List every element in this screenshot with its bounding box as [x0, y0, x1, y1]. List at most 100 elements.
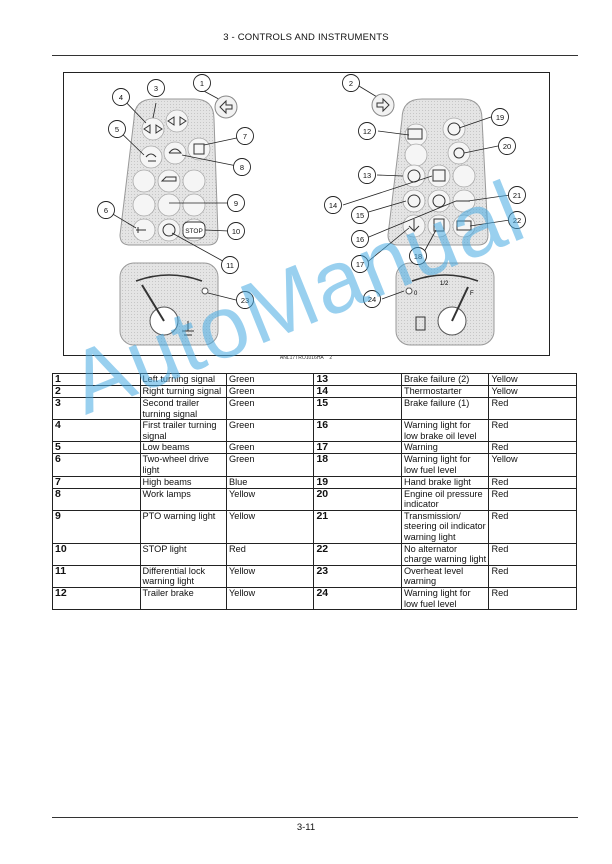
item-color: Red: [225, 542, 315, 566]
fuel-mark-full: F: [470, 291, 474, 297]
item-description: Second trailer turning signal: [139, 396, 227, 421]
item-number: 10: [52, 542, 141, 566]
svg-text:19: 19: [496, 113, 504, 122]
svg-text:1: 1: [200, 79, 204, 88]
item-description: Transmission/ steering oil indicator war…: [400, 509, 490, 544]
svg-text:15: 15: [356, 211, 364, 220]
item-number: 12: [52, 586, 141, 611]
item-color: Yellow: [488, 385, 577, 398]
svg-text:16: 16: [356, 235, 364, 244]
callout-20: 20: [498, 137, 516, 155]
item-color: Red: [488, 487, 577, 511]
callout-12: 12: [358, 122, 376, 140]
item-color: Red: [488, 542, 577, 566]
header-rule: [52, 55, 578, 56]
item-number: 20: [313, 487, 402, 511]
item-description: Warning: [400, 441, 490, 455]
item-number: 13: [313, 373, 402, 386]
svg-text:21: 21: [513, 191, 521, 200]
svg-text:18: 18: [414, 252, 422, 261]
svg-text:11: 11: [226, 261, 234, 270]
svg-text:4: 4: [119, 93, 123, 102]
item-description: First trailer turning signal: [139, 419, 227, 443]
item-color: Yellow: [488, 453, 577, 477]
item-color: Red: [488, 475, 577, 489]
item-number: 11: [52, 564, 141, 588]
callout-6: 6: [97, 201, 115, 219]
item-number: 21: [313, 509, 402, 544]
svg-text:24: 24: [368, 295, 376, 304]
item-description: Differential lock warning light: [139, 564, 227, 588]
right-warning-cluster: [387, 98, 489, 246]
item-number: 1: [52, 373, 141, 386]
callout-3: 3: [147, 79, 165, 97]
item-number: 14: [313, 385, 402, 398]
item-color: Red: [488, 441, 577, 455]
callout-24: 24: [363, 290, 381, 308]
callout-22: 22: [508, 211, 526, 229]
item-description: No alternator charge warning light: [400, 542, 490, 566]
svg-text:9: 9: [234, 199, 238, 208]
fuel-mark-empty: 0: [414, 291, 418, 297]
callout-21: 21: [508, 186, 526, 204]
item-number: 23: [313, 564, 402, 588]
item-description: Low beams: [139, 441, 227, 455]
item-color: Green: [225, 385, 315, 398]
item-number: 9: [52, 509, 141, 544]
item-color: Yellow: [225, 487, 315, 511]
svg-text:7: 7: [243, 132, 247, 141]
temperature-gauge: [119, 262, 219, 346]
callout-11: 11: [221, 256, 239, 274]
item-description: Warning light for low fuel level: [400, 453, 490, 477]
item-number: 2: [52, 385, 141, 398]
callout-1: 1: [193, 74, 211, 92]
stop-button-label: STOP: [185, 228, 203, 235]
page-number: 3-11: [296, 822, 316, 833]
callout-2: 2: [342, 74, 360, 92]
left-warning-cluster: STOP: [119, 98, 219, 246]
item-description: Engine oil pressure indicator: [400, 487, 490, 511]
callout-8: 8: [233, 158, 251, 176]
callout-17: 17: [351, 255, 369, 273]
item-number: 5: [52, 441, 141, 455]
svg-text:17: 17: [356, 260, 364, 269]
svg-text:13: 13: [363, 171, 371, 180]
item-number: 8: [52, 487, 141, 511]
item-description: Two-wheel drive light: [139, 453, 227, 477]
callout-10: 10: [227, 222, 245, 240]
item-number: 17: [313, 441, 402, 455]
item-description: Warning light for low fuel level: [400, 586, 490, 611]
callout-7: 7: [236, 127, 254, 145]
item-description: PTO warning light: [139, 509, 227, 544]
item-number: 22: [313, 542, 402, 566]
fuel-mark-half: 1/2: [440, 281, 449, 287]
item-color: Red: [488, 586, 577, 611]
item-description: Right turning signal: [139, 385, 227, 398]
item-color: Red: [488, 419, 577, 443]
item-number: 15: [313, 396, 402, 421]
item-description: Left turning signal: [139, 373, 227, 386]
svg-text:22: 22: [513, 216, 521, 225]
callout-9: 9: [227, 194, 245, 212]
item-description: Thermostarter: [400, 385, 490, 398]
item-description: Brake failure (2): [400, 373, 490, 386]
item-number: 4: [52, 419, 141, 443]
item-color: Yellow: [225, 509, 315, 544]
callout-14: 14: [324, 196, 342, 214]
item-description: Overheat level warning: [400, 564, 490, 588]
svg-text:3: 3: [154, 84, 158, 93]
callout-5: 5: [108, 120, 126, 138]
footer-rule: [52, 817, 578, 818]
item-description: Work lamps: [139, 487, 227, 511]
figure-code-text: ANL17TRO1016HA: [279, 355, 324, 361]
figure-code: ANL17TRO1016HA 2: [0, 355, 612, 361]
